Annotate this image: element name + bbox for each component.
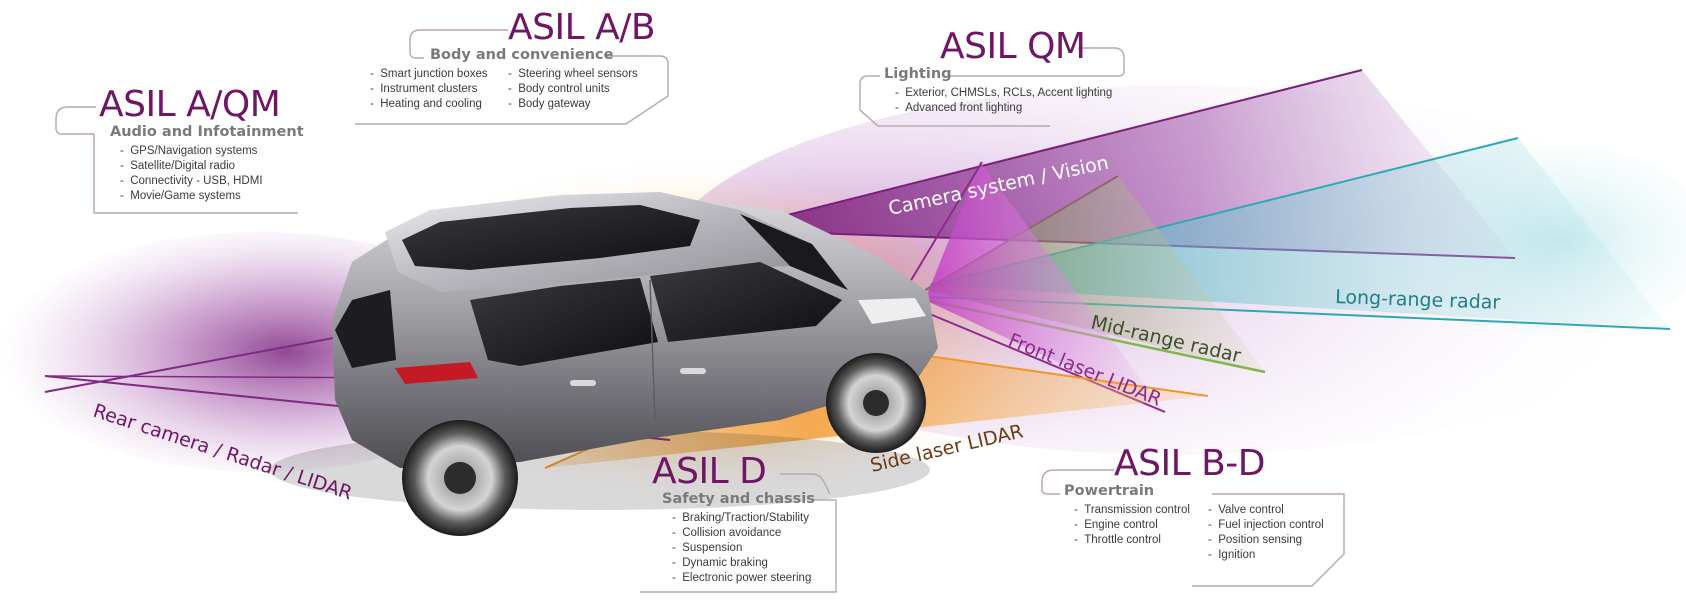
- car-illustration: [270, 192, 938, 536]
- audio-infotainment-list: GPS/Navigation systems Satellite/Digital…: [120, 144, 263, 204]
- front-lidar-upper-edge: [909, 161, 983, 283]
- list-item: Collision avoidance: [672, 526, 811, 541]
- front-lidar-beam: [925, 162, 1165, 412]
- rear-bumper-dark: [335, 290, 396, 368]
- list-item: Connectivity - USB, HDMI: [120, 174, 262, 189]
- audio-infotainment-category: Audio and Infotainment: [110, 124, 304, 140]
- powertrain-frame: [1041, 469, 1345, 587]
- list-item: Body control units: [508, 82, 638, 97]
- door-handle-rear: [570, 380, 596, 386]
- front-headlight: [858, 298, 926, 324]
- powertrain-list-1: Transmission control Engine control Thro…: [1074, 503, 1190, 548]
- powertrain-list-2: Valve control Fuel injection control Pos…: [1208, 503, 1324, 563]
- asil-a-qm-heading: ASIL A/QM: [99, 84, 281, 125]
- list-item: Throttle control: [1074, 533, 1190, 548]
- rear-light-bar: [395, 362, 478, 384]
- list-item: Instrument clusters: [370, 82, 488, 97]
- list-item: Position sensing: [1208, 533, 1324, 548]
- list-item: Transmission control: [1074, 503, 1190, 518]
- list-item: Electronic power steering: [672, 571, 811, 586]
- body-convenience-list-1: Smart junction boxes Instrument clusters…: [370, 67, 488, 112]
- door-handle-front: [680, 368, 706, 374]
- list-item: Engine control: [1074, 518, 1190, 533]
- list-item: Advanced front lighting: [895, 101, 1112, 116]
- list-item: Body gateway: [508, 97, 638, 112]
- mid-range-radar-beam: [925, 176, 1265, 372]
- safety-frame: [640, 473, 837, 593]
- list-item: Steering wheel sensors: [508, 67, 638, 82]
- body-convenience-list-2: Steering wheel sensors Body control unit…: [508, 67, 638, 112]
- body-convenience-category: Body and convenience: [430, 47, 614, 63]
- asil-a-b-heading: ASIL A/B: [508, 7, 656, 48]
- audio-frame: [55, 106, 298, 214]
- rear-wheel-hub: [444, 462, 476, 494]
- list-item: Fuel injection control: [1208, 518, 1323, 533]
- windshield: [740, 214, 848, 290]
- list-item: Movie/Game systems: [120, 189, 263, 204]
- side-window-front: [650, 262, 842, 342]
- list-item: Suspension: [672, 541, 811, 556]
- list-item: Ignition: [1208, 548, 1324, 563]
- lighting-category: Lighting: [884, 66, 952, 82]
- front-wheel-hub: [863, 390, 889, 416]
- safety-chassis-list: Braking/Traction/Stability Collision avo…: [672, 511, 811, 586]
- list-item: Heating and cooling: [370, 97, 488, 112]
- list-item: GPS/Navigation systems: [120, 144, 263, 159]
- safety-chassis-category: Safety and chassis: [662, 491, 815, 507]
- door-line: [649, 279, 656, 421]
- asil-b-d-heading: ASIL B-D: [1114, 443, 1266, 484]
- rear-window: [402, 205, 700, 270]
- camera-vision-beam-upper-edge: [727, 69, 1363, 231]
- callout-frames: [55, 29, 1345, 593]
- powertrain-category: Powertrain: [1064, 483, 1155, 499]
- lighting-list: Exterior, CHMSLs, RCLs, Accent lighting …: [895, 86, 1112, 116]
- asil-d-heading: ASIL D: [652, 451, 767, 492]
- side-window-rear: [470, 278, 658, 366]
- body-frame: [355, 29, 669, 125]
- lighting-frame: [859, 47, 1125, 127]
- list-item: Satellite/Digital radio: [120, 159, 263, 174]
- list-item: Smart junction boxes: [370, 67, 487, 82]
- asil-qm-heading: ASIL QM: [940, 26, 1086, 67]
- list-item: Valve control: [1208, 503, 1324, 518]
- list-item: Braking/Traction/Stability: [672, 511, 811, 526]
- list-item: Exterior, CHMSLs, RCLs, Accent lighting: [895, 86, 1112, 101]
- list-item: Dynamic braking: [672, 556, 811, 571]
